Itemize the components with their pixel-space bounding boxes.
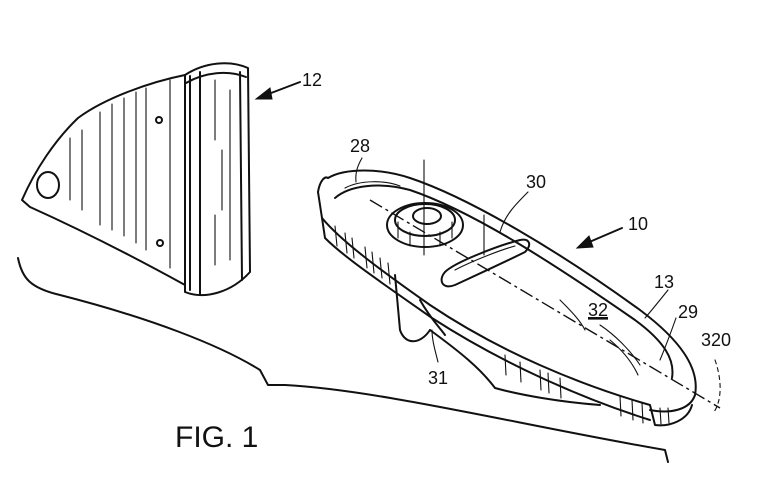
device-inner-rim: [334, 184, 674, 379]
leader-29: [659, 317, 677, 361]
ref-label-29: 29: [678, 302, 698, 322]
device-nose: [317, 176, 329, 193]
ref-label-31: 31: [428, 368, 448, 388]
housing-block-12: [21, 62, 251, 297]
housing-small-hole-top: [155, 116, 163, 124]
device-10: [317, 159, 721, 427]
housing-shading: [69, 79, 231, 269]
device-dial-button: [386, 202, 464, 248]
device-clip-body: [429, 329, 601, 406]
leader-28: [355, 157, 363, 183]
device-clip-front: [394, 274, 431, 343]
housing-small-hole-bottom: [156, 239, 164, 247]
device-side-band: [317, 191, 693, 427]
ref-label-32: 32: [588, 300, 608, 320]
grouping-brace: [17, 257, 669, 463]
housing-front-face: [184, 62, 251, 297]
arrow-10: [575, 227, 623, 249]
housing-edge-3: [239, 71, 243, 281]
leader-13: [644, 289, 669, 319]
device-center-axis: [369, 199, 721, 409]
housing-mount-hole: [36, 171, 60, 199]
ref-label-12: 12: [302, 70, 322, 90]
leader-31: [431, 329, 439, 363]
leader-30: [499, 191, 529, 233]
device-slide-button: [440, 238, 531, 288]
ref-label-28: 28: [350, 136, 370, 156]
ref-label-10: 10: [628, 214, 648, 234]
leader-320: [713, 359, 721, 413]
ref-label-320: 320: [701, 330, 731, 350]
device-clip-edge: [419, 299, 446, 336]
housing-top-edge: [185, 72, 247, 84]
housing-side-outline: [21, 74, 186, 286]
device-body-shading: [344, 181, 641, 376]
device-top-outline: [327, 169, 697, 413]
device-lower-band: [321, 217, 651, 421]
device-band-hatching: [334, 225, 670, 425]
ref-label-13: 13: [654, 272, 674, 292]
ref-label-30: 30: [526, 172, 546, 192]
figure-caption: FIG. 1: [175, 421, 258, 454]
arrow-12: [254, 81, 301, 100]
